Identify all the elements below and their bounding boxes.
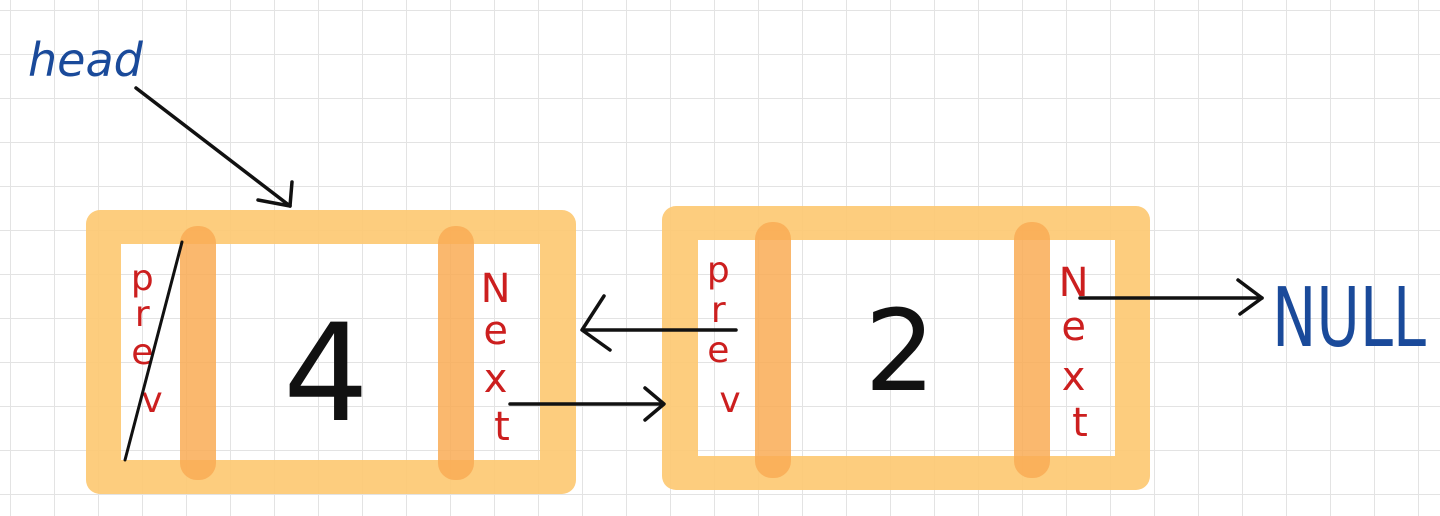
node-2: 2 p r e v N e x t xyxy=(662,206,1150,490)
node-1-next-char: x xyxy=(484,356,508,402)
node-1-next-char: e xyxy=(483,308,508,354)
node-2-next-char: x xyxy=(1062,354,1086,400)
node-2-next-char: e xyxy=(1061,304,1086,350)
node-1-prev-label: p r e v xyxy=(131,258,165,421)
node-1-prev-char: r xyxy=(135,294,150,335)
node-2-prev-char: v xyxy=(719,380,740,421)
node-1-next-char: N xyxy=(481,266,511,312)
node-1-frame xyxy=(86,210,576,494)
node-2-value: 2 xyxy=(864,287,935,417)
node-2-next-char: t xyxy=(1072,400,1088,446)
head-label: head xyxy=(28,33,144,87)
node-1-next-divider xyxy=(438,226,474,480)
node-1-next-char: t xyxy=(494,404,510,450)
node-1-prev-char: v xyxy=(141,380,162,421)
null-arrow xyxy=(1078,278,1264,316)
node-1: 4 p r e v N e x t xyxy=(86,210,576,494)
prev-strikethrough xyxy=(123,240,184,462)
node-2-prev-char: p xyxy=(707,250,730,291)
node-2-next-divider xyxy=(1014,222,1050,478)
null-label: NULL xyxy=(1272,271,1426,366)
node-2-prev-divider xyxy=(755,222,791,478)
head-pointer-arrow xyxy=(134,86,294,208)
node-1-next-label: N e x t xyxy=(481,266,524,450)
prev-arrow xyxy=(580,294,738,352)
node-2-prev-char: r xyxy=(711,290,726,331)
node-1-value: 4 xyxy=(283,295,369,452)
node-1-prev-char: e xyxy=(131,332,153,373)
node-1-prev-divider xyxy=(180,226,216,480)
node-2-next-label: N e x t xyxy=(1059,260,1102,446)
next-arrow xyxy=(508,386,666,422)
node-2-prev-char: e xyxy=(707,330,729,371)
node-1-prev-char: p xyxy=(131,258,154,299)
node-2-prev-label: p r e v xyxy=(707,250,741,421)
node-2-frame xyxy=(662,206,1150,490)
